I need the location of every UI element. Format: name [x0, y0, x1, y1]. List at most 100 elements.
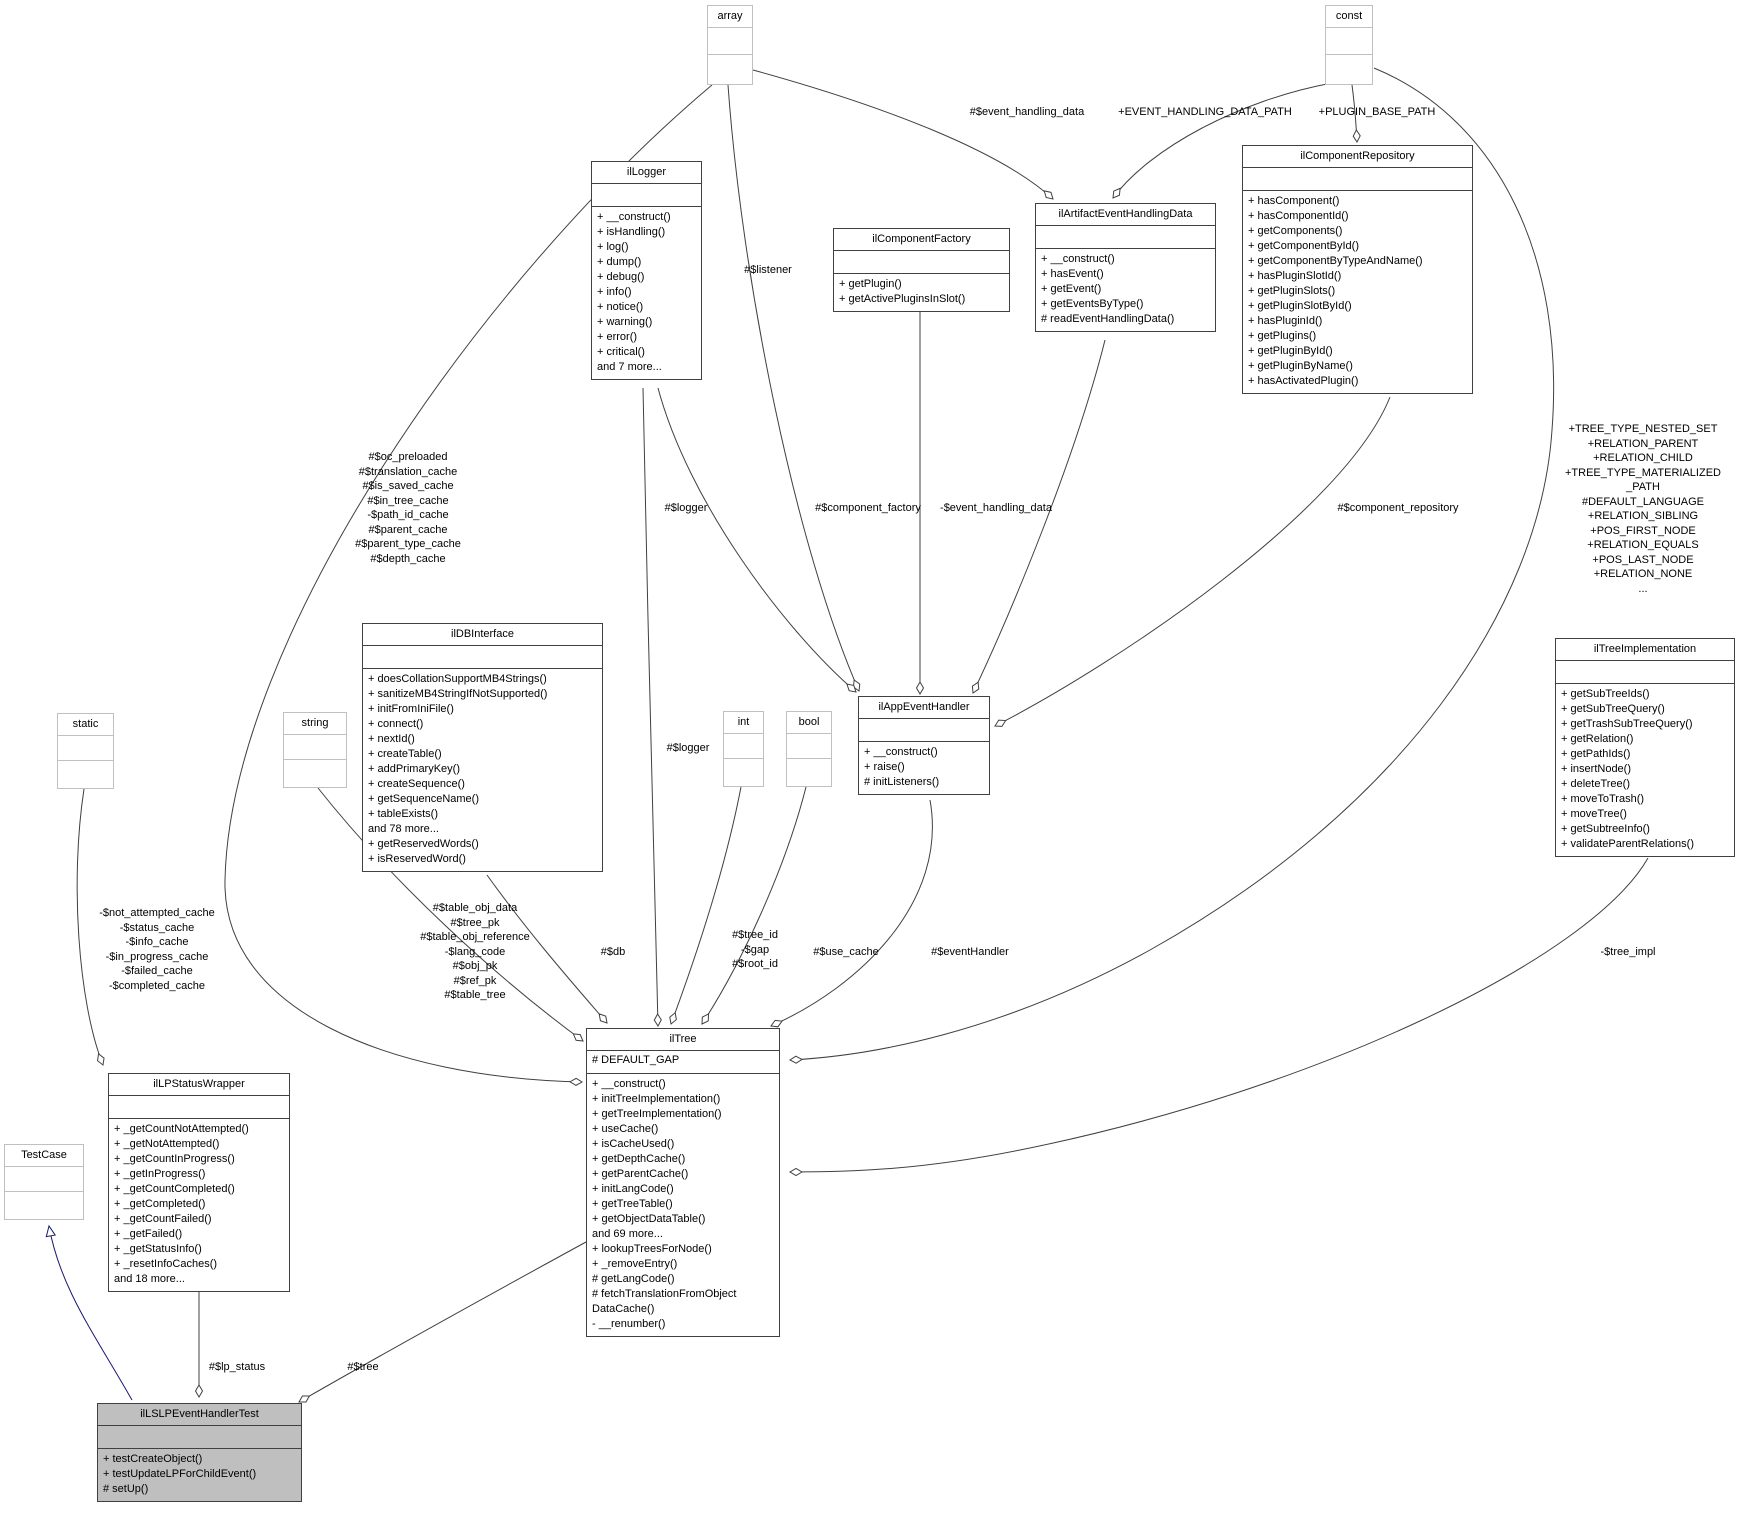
class-member: + dump()	[597, 256, 642, 268]
edge-label-bool-to-iltree: #$use_cache	[813, 946, 879, 958]
edge-iltreeimplementation-to-iltree	[789, 857, 1649, 1177]
class-attribute: # DEFAULT_GAP	[592, 1054, 680, 1066]
class-attributes	[5, 1167, 83, 1192]
class-member: + getSequenceName()	[368, 793, 479, 805]
class-member: + _resetInfoCaches()	[114, 1258, 218, 1270]
class-member: + warning()	[597, 316, 653, 328]
class-member: and 69 more...	[592, 1228, 663, 1240]
edge-const-to-iltree	[789, 67, 1555, 1064]
class-member: DataCache()	[592, 1303, 655, 1315]
edge-bool-to-iltree	[701, 786, 807, 1025]
class-member: + getSubTreeIds()	[1561, 688, 1650, 700]
class-title: ilComponentRepository	[1243, 146, 1472, 168]
class-member: + log()	[597, 241, 629, 253]
class-methods: + testCreateObject()+ testUpdateLPForChi…	[98, 1449, 301, 1501]
class-member: + testCreateObject()	[103, 1453, 203, 1465]
class-member: + connect()	[368, 718, 424, 730]
class-member: + __construct()	[597, 211, 671, 223]
class-member: # initListeners()	[864, 776, 940, 788]
edge-label-array-to-ilappeventhandler: #$listener	[744, 264, 792, 276]
edge-illogger-to-ilappeventhandler	[657, 387, 857, 693]
edge-label-ilartifacteventhandlingdata-to-ilappeventhandler: -$event_handling_data	[940, 502, 1052, 514]
class-attributes	[787, 734, 831, 759]
class-member: # getLangCode()	[592, 1273, 675, 1285]
class-methods	[1326, 55, 1372, 84]
class-methods: + __construct()+ hasEvent()+ getEvent()+…	[1036, 249, 1215, 331]
class-member: + hasComponentId()	[1248, 210, 1349, 222]
class-attributes	[592, 184, 701, 207]
class-box-string: string	[283, 712, 347, 788]
class-member: + getTrashSubTreeQuery()	[1561, 718, 1693, 730]
class-member: + getPluginByName()	[1248, 360, 1353, 372]
class-member: + moveToTrash()	[1561, 793, 1645, 805]
class-methods	[5, 1192, 83, 1219]
class-member: + _getInProgress()	[114, 1168, 206, 1180]
edge-array-to-ilartifacteventhandlingdata	[752, 69, 1054, 200]
class-methods	[708, 55, 752, 84]
edge-label-illogger-to-iltree: #$logger	[666, 742, 710, 754]
class-attributes	[834, 251, 1009, 274]
class-member: - __renumber()	[592, 1318, 666, 1330]
class-attributes	[1326, 28, 1372, 55]
class-methods	[58, 761, 113, 788]
class-member: and 7 more...	[597, 361, 662, 373]
class-title: ilLPStatusWrapper	[109, 1074, 289, 1096]
class-box-ilTree[interactable]: ilTree# DEFAULT_GAP+ __construct()+ init…	[586, 1028, 780, 1337]
class-box-ilAppEventHandler[interactable]: ilAppEventHandler+ __construct()+ raise(…	[858, 696, 990, 795]
class-member: + getActivePluginsInSlot()	[839, 293, 966, 305]
class-box-bool: bool	[786, 711, 832, 787]
class-member: + _getCountFailed()	[114, 1213, 212, 1225]
class-member: + info()	[597, 286, 632, 298]
class-member: + getTreeTable()	[592, 1198, 673, 1210]
class-box-static: static	[57, 713, 114, 789]
edge-label-illpstatuswrapper-to-illslpeventhandlertest: #$lp_status	[208, 1361, 266, 1373]
class-member: + getTreeImplementation()	[592, 1108, 722, 1120]
class-title: ilDBInterface	[363, 624, 602, 646]
class-member: + error()	[597, 331, 638, 343]
class-box-ilComponentRepository[interactable]: ilComponentRepository+ hasComponent()+ h…	[1242, 145, 1473, 394]
class-attributes: # DEFAULT_GAP	[587, 1051, 779, 1074]
class-member: + nextId()	[368, 733, 415, 745]
class-attributes	[1036, 226, 1215, 249]
class-attributes	[58, 736, 113, 761]
class-member: + deleteTree()	[1561, 778, 1630, 790]
class-methods	[284, 760, 346, 787]
class-box-ilTreeImplementation[interactable]: ilTreeImplementation+ getSubTreeIds()+ g…	[1555, 638, 1735, 857]
edge-label-const-to-ilartifacteventhandlingdata: +EVENT_HANDLING_DATA_PATH	[1118, 106, 1292, 118]
class-box-ilLogger[interactable]: ilLogger+ __construct()+ isHandling()+ l…	[591, 161, 702, 380]
class-title: string	[284, 713, 346, 735]
edge-label-array-to-ilartifacteventhandlingdata: #$event_handling_data	[969, 106, 1085, 118]
class-title: ilAppEventHandler	[859, 697, 989, 719]
edge-const-to-ilcomponentrepository	[1351, 84, 1361, 143]
class-member: + __construct()	[1041, 253, 1115, 265]
class-member: + notice()	[597, 301, 644, 313]
class-member: + _getCountNotAttempted()	[114, 1123, 249, 1135]
class-member: # readEventHandlingData()	[1041, 313, 1175, 325]
class-attributes	[284, 735, 346, 760]
class-member: + hasPluginId()	[1248, 315, 1323, 327]
class-member: + createSequence()	[368, 778, 465, 790]
class-methods: + hasComponent() + hasComponentId() + getC…	[1243, 191, 1472, 393]
class-box-TestCase: TestCase	[4, 1144, 84, 1220]
class-box-int: int	[723, 711, 764, 787]
class-box-ilComponentFactory[interactable]: ilComponentFactory+ getPlugin()+ getActi…	[833, 228, 1010, 312]
class-member: + getEvent()	[1041, 283, 1102, 295]
class-member: + getComponentById()	[1248, 240, 1359, 252]
class-member: and 78 more...	[368, 823, 439, 835]
class-member: + _getFailed()	[114, 1228, 183, 1240]
class-member: + getParentCache()	[592, 1168, 689, 1180]
class-methods: + _getCountNotAttempted()+ _getNotAttemp…	[109, 1119, 289, 1291]
class-methods: + __construct()+ isHandling()+ log()+ du…	[592, 207, 701, 379]
class-box-ilArtifactEventHandlingData[interactable]: ilArtifactEventHandlingData+ __construct…	[1035, 203, 1216, 332]
class-member: + addPrimaryKey()	[368, 763, 461, 775]
class-box-ilDBInterface[interactable]: ilDBInterface+ doesCollationSupportMB4St…	[362, 623, 603, 872]
class-member: + hasComponent()	[1248, 195, 1340, 207]
class-member: + initFromIniFile()	[368, 703, 454, 715]
edge-label-illogger-to-ilappeventhandler: #$logger	[664, 502, 708, 514]
class-attributes	[363, 646, 602, 669]
class-box-ilLPStatusWrapper[interactable]: ilLPStatusWrapper + _getCountNotAttempted…	[108, 1073, 290, 1292]
class-member: + tableExists()	[368, 808, 438, 820]
class-member: + validateParentRelations()	[1561, 838, 1694, 850]
edge-illogger-to-iltree	[642, 387, 662, 1027]
